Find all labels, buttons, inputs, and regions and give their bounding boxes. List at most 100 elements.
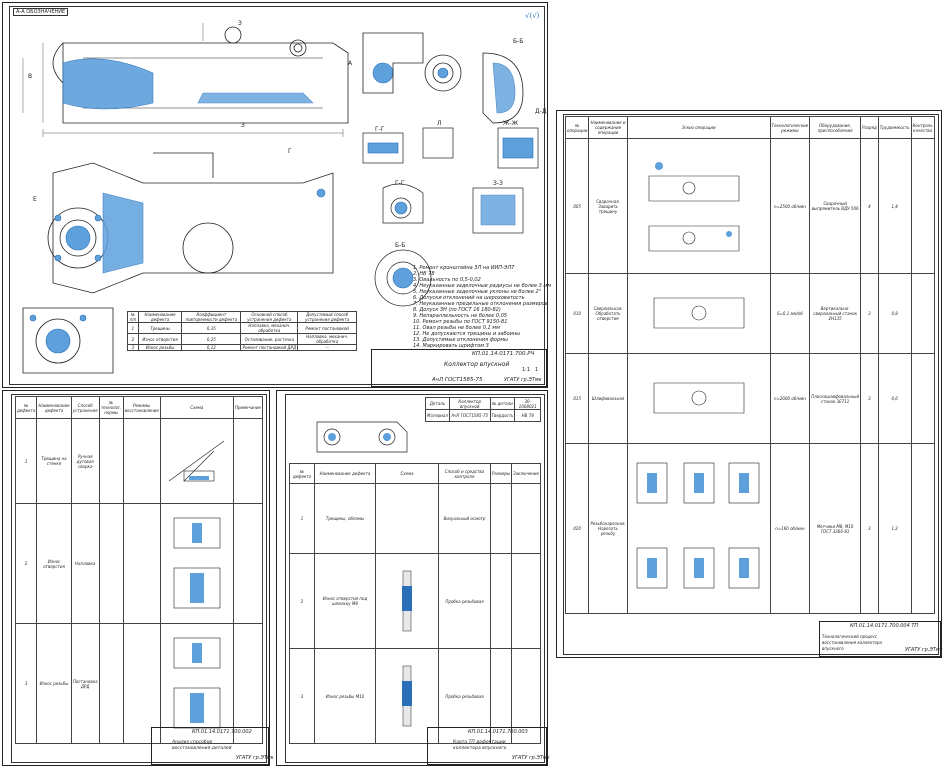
table-cell: [122, 503, 161, 624]
table-row: 1 Трещины 0,35 Наплавка, механич. обрабо…: [127, 322, 357, 334]
title-org: УГАТУ гр.ЭТмк: [512, 755, 550, 761]
table-cell: Трещины: [137, 322, 183, 334]
table-cell: Ручная дуговая сварка: [70, 418, 100, 504]
table-header: Размеры: [489, 463, 513, 484]
op-sketch-svg: [648, 161, 739, 251]
op-grade: 3: [860, 353, 879, 444]
table-cell: 3: [289, 648, 315, 744]
scheme-cell: [159, 503, 234, 624]
svg-text:Б-Б: Б-Б: [513, 38, 523, 45]
op-sketch: [626, 353, 771, 444]
tech-note: 5. Неуказанные заделочные уклоны не боле…: [413, 289, 542, 295]
op-control: [910, 443, 935, 614]
op-sketch-svg: [653, 297, 744, 329]
roughness-mark: √(√): [525, 12, 540, 20]
svg-text:А: А: [348, 60, 353, 67]
table-row: 2 Износ отверстия Наплавка: [14, 503, 264, 624]
table-row: 3 Износ резьбы Постановка ДРД: [14, 623, 264, 744]
table-row: № дефекта Наименование дефекта Способ ус…: [14, 396, 264, 419]
table-cell: 0,12: [181, 344, 242, 351]
table-cell: [232, 503, 264, 624]
op-equipment: Сварочный выпрямитель ВДУ-506: [809, 138, 862, 274]
table-row: 3 Износ резьбы М10 Пробка резьбовая: [289, 648, 541, 744]
op-time: 1,2: [877, 443, 912, 614]
defect-header-table: Деталь Коллектор впускной № детали 30-10…: [425, 397, 541, 422]
table-row: 015 Шлифовальная n=2000 об/мин Плоскошли…: [564, 353, 935, 444]
table-cell: Ремонт постановкой: [297, 322, 357, 334]
op-control: [910, 138, 935, 274]
op-grade: 3: [860, 273, 879, 354]
table-cell: 1: [14, 418, 38, 504]
op-grade: 4: [860, 138, 879, 274]
title-org: УГАТУ гр.ЭТмк: [504, 377, 542, 383]
table-cell: Износ отверстия: [36, 503, 72, 624]
title-code: КП.01.14.0171.700.003: [468, 729, 528, 735]
op-sketch: [626, 273, 771, 354]
table-cell: Осталивание, расточка: [240, 333, 299, 345]
table-cell: [232, 623, 264, 744]
table-cell: 0,35: [181, 322, 242, 334]
table-row: 010 Сверлильная. Обработать отверстие S=…: [564, 273, 935, 354]
sheet-defect-map-frame: [285, 394, 545, 763]
table-cell: 2: [127, 333, 139, 345]
table-header: Основной способ устранения дефекта: [240, 311, 299, 323]
op-number: 010: [564, 273, 590, 354]
tech-note: 14. Маркировать шрифтом 3: [413, 343, 489, 349]
table-cell: Износ отверстия под шпильку М8: [313, 553, 377, 649]
table-cell: HB 78: [514, 409, 541, 422]
table-header: Заключение: [511, 463, 541, 484]
sheet-drawing: А-А ОБОЗНАЧЕНИЕ √(√): [2, 2, 551, 388]
table-header: № технолог. нормы: [98, 396, 124, 419]
op-time: 0,8: [877, 273, 912, 354]
svg-text:З: З: [241, 122, 245, 129]
scheme-cell: [375, 553, 440, 649]
title-sheet: 1: [535, 367, 539, 373]
table-header: Способ и средства контроля: [438, 463, 491, 484]
op-sketch-svg: [653, 382, 744, 414]
table-header: Коэффициент повторяемости дефекта: [181, 311, 242, 323]
op-mode: S=0,1 мм/об: [769, 273, 811, 354]
tech-note: 2. HB 78: [413, 271, 435, 277]
scheme-cell: [159, 418, 234, 504]
table-header: Допустимый способ устранения дефекта: [297, 311, 357, 323]
sheet-tech-process-frame: [563, 114, 939, 655]
table-cell: [232, 418, 264, 504]
title-block: КП.01.14.0171.700.РЧ Коллектор впускной …: [371, 349, 547, 387]
table-header: Разряд: [860, 116, 879, 139]
table-row: 1 Трещина на стенке Ручная дуговая сварк…: [14, 418, 264, 504]
title-name: Анализ способов восстановления деталей: [172, 740, 232, 751]
gauge-icon: [402, 665, 413, 726]
table-cell: [511, 553, 541, 649]
svg-text:Б-Б: Б-Б: [395, 242, 405, 249]
tech-notes: 1. Ремонт кронштейна ЗЛ на ИИП-ЭЛ7 2. HB…: [413, 265, 551, 349]
svg-text:З: З: [238, 20, 242, 27]
table-cell: Коллектор впускной: [448, 397, 491, 410]
table-row: Материал АчЛ ГОСТ1585-75 Твердость HB 78: [425, 409, 541, 422]
table-header: № п/п: [127, 311, 139, 323]
scheme-cell: [375, 648, 440, 744]
defect-map-table: № дефекта Наименование дефекта Схема Спо…: [289, 463, 541, 744]
table-cell: [122, 418, 161, 504]
tech-note: 8. Допуск ЗН (по ГОСТ 16 180-82): [413, 307, 501, 313]
op-equipment: Вертикально-сверлильный станок 2Н135: [809, 273, 862, 354]
table-cell: Наплавка: [70, 503, 100, 624]
table-row: Деталь Коллектор впускной № детали 30-10…: [425, 397, 541, 410]
table-header: Режимы восстановления: [122, 396, 161, 419]
op-grade: 3: [860, 443, 879, 614]
op-mode: n=160 об/мин: [769, 443, 811, 614]
table-cell: Износ резьбы М10: [313, 648, 377, 744]
tech-note: 9. Непараллельность не более 0,05: [413, 313, 508, 319]
tech-note: 12. Не допускаются трещины и забоины: [413, 331, 521, 337]
table-header: Наименование дефекта: [137, 311, 183, 323]
table-header: Наименование и содержание операции: [588, 116, 628, 139]
op-control: [910, 273, 935, 354]
table-cell: [489, 553, 513, 649]
table-cell: Твердость: [489, 409, 516, 422]
table-cell: 2: [289, 553, 315, 649]
table-header: Наименование дефекта: [36, 396, 72, 419]
table-cell: [98, 623, 124, 744]
table-header: № дефекта: [289, 463, 315, 484]
defect-table: № п/п Наименование дефекта Коэффициент п…: [127, 311, 357, 351]
op-name: Сверлильная. Обработать отверстие: [588, 273, 628, 354]
table-cell: 3: [14, 623, 38, 744]
